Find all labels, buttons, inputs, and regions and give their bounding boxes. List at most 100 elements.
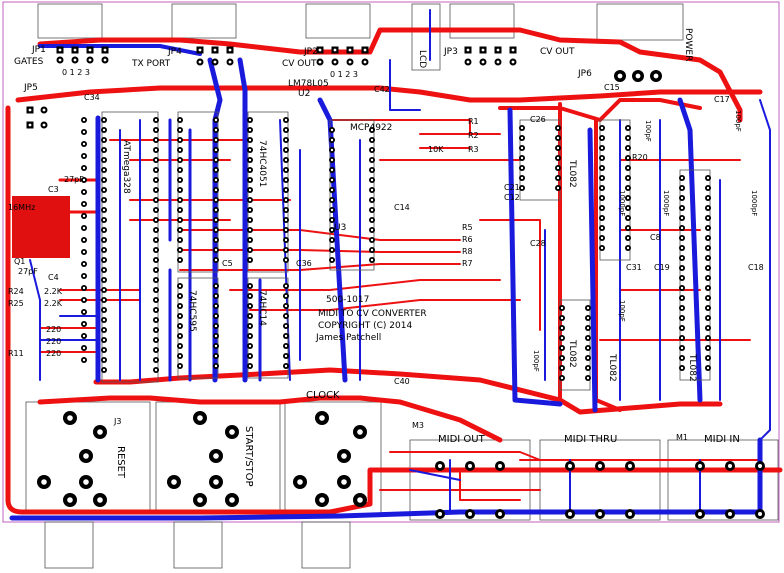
pad-hole [357, 497, 363, 503]
pad-hole [520, 126, 524, 130]
u3-label: U3 [334, 223, 346, 233]
pad-hole [154, 338, 158, 342]
pad-hole [370, 248, 374, 252]
pad-hole [73, 48, 77, 52]
pad-hole [284, 364, 288, 368]
pad-hole [600, 126, 604, 130]
r5-label: R5 [462, 223, 473, 232]
pad-hole [706, 206, 710, 210]
pad-hole [214, 304, 218, 308]
pad-hole [680, 236, 684, 240]
pad-hole [318, 48, 322, 52]
pad-hole [102, 258, 106, 262]
r7-label: R7 [462, 259, 473, 268]
pad-hole [560, 326, 564, 330]
c27pf-top-label: 27pF [64, 175, 84, 184]
pad-hole [319, 497, 325, 503]
pad-hole [154, 118, 158, 122]
pad-hole [284, 188, 288, 192]
jp6-label: JP6 [577, 69, 592, 79]
pad-hole [178, 188, 182, 192]
pad-hole [520, 146, 524, 150]
pad-hole [626, 176, 630, 180]
pad-hole [102, 238, 106, 242]
pad-hole [626, 236, 630, 240]
pad-hole [178, 228, 182, 232]
pad-hole [586, 336, 590, 340]
r8-label: R8 [462, 247, 473, 256]
cv-pins-label: 0 1 2 3 [330, 70, 358, 79]
c42-label: C42 [374, 85, 390, 94]
r2k2a-label: 2.2K [44, 287, 63, 296]
pad-hole [82, 274, 86, 278]
pad-hole [102, 148, 106, 152]
pad-hole [706, 346, 710, 350]
power-label: POWER [683, 28, 693, 61]
pad-hole [248, 138, 252, 142]
midi-out-label: MIDI OUT [438, 434, 486, 445]
pad-hole [284, 334, 288, 338]
pad-hole [102, 118, 106, 122]
pad-hole [102, 158, 106, 162]
pad-hole [330, 238, 334, 242]
pad-hole [214, 168, 218, 172]
pad-hole [556, 136, 560, 140]
pad-hole [680, 346, 684, 350]
pad-hole [178, 304, 182, 308]
pad-hole [154, 178, 158, 182]
bottom-jack-housings [25, 401, 779, 569]
crystal-body [12, 196, 70, 258]
pad-hole [363, 60, 367, 64]
pad-hole [284, 344, 288, 348]
opamp3-label: TL082 [687, 353, 697, 382]
pad-hole [248, 168, 252, 172]
pad-hole [154, 268, 158, 272]
pad-hole [102, 178, 106, 182]
pad-hole [370, 208, 374, 212]
pad-hole [213, 60, 217, 64]
c4-label: C4 [48, 273, 59, 282]
cap-1000pf-b: 1000pF [618, 190, 626, 216]
pad-hole [214, 158, 218, 162]
cap-1000pf-a: 1000pF [750, 190, 758, 216]
c21-label: C21 [504, 183, 520, 192]
ic-dac-label: MCP4922 [350, 123, 392, 133]
pad-hole [154, 318, 158, 322]
pad-hole [680, 286, 684, 290]
pad-hole [481, 48, 485, 52]
cv-out-label: CV OUT [282, 59, 317, 69]
cap-1000pf-c: 1000pF [662, 190, 670, 216]
cap-100pf-d: 100pF [532, 350, 540, 372]
pad-hole [600, 246, 604, 250]
pad-hole [598, 512, 602, 516]
ic-buf-label: 74HC14 [257, 290, 267, 326]
pad-hole [82, 262, 86, 266]
pad-hole [586, 326, 590, 330]
pad-hole [680, 306, 684, 310]
pad-hole [586, 346, 590, 350]
pad-hole [82, 322, 86, 326]
pad-hole [284, 208, 288, 212]
pad-hole [284, 258, 288, 262]
pad-hole [154, 208, 158, 212]
pad-hole [706, 356, 710, 360]
pad-hole [706, 176, 710, 180]
pad-hole [626, 246, 630, 250]
pad-hole [198, 60, 202, 64]
pad-hole [600, 146, 604, 150]
pad-hole [626, 146, 630, 150]
pad-hole [178, 218, 182, 222]
pad-hole [67, 497, 73, 503]
ic-main-label: ATmega328 [121, 140, 131, 194]
pad-hole [178, 198, 182, 202]
pad-hole [330, 228, 334, 232]
pad-hole [333, 60, 337, 64]
pad-hole [214, 364, 218, 368]
pad-hole [370, 228, 374, 232]
pad-hole [680, 246, 684, 250]
pad-hole [568, 512, 572, 516]
pad-hole [706, 336, 710, 340]
pad-hole [154, 148, 158, 152]
pad-hole [103, 58, 107, 62]
u2-label: U2 [298, 89, 310, 99]
